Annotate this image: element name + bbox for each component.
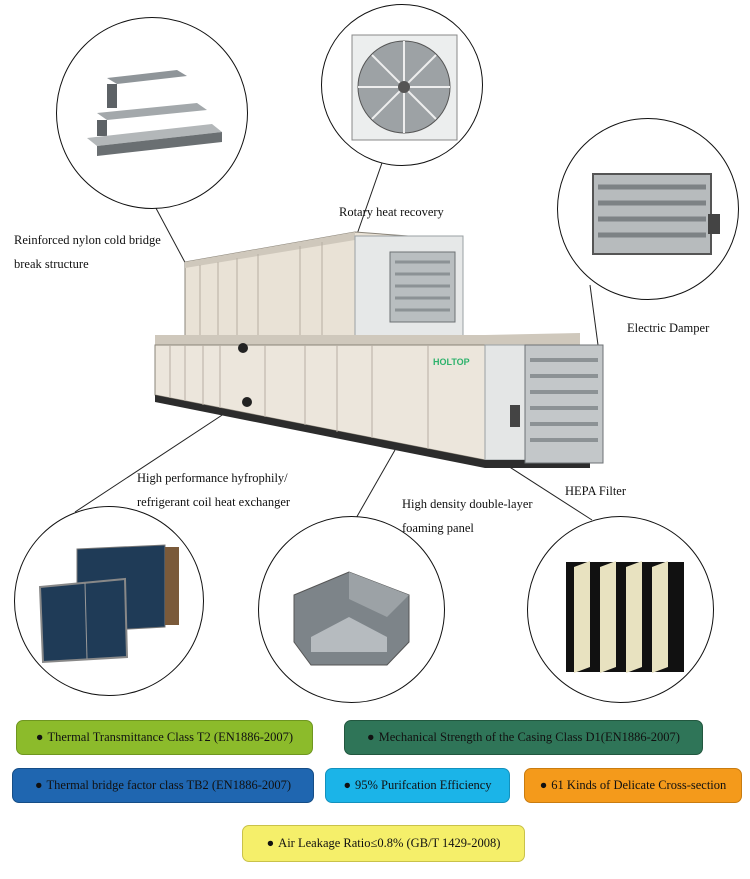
circle-hepa-filter bbox=[527, 516, 714, 703]
lower-damper bbox=[510, 344, 604, 464]
badge-thermal-transmittance: ●Thermal Transmittance Class T2 (EN1886-… bbox=[16, 720, 313, 755]
circle-foaming-panel bbox=[258, 516, 445, 703]
label-coil-exchanger: High performance hyfrophily/ refrigerant… bbox=[137, 471, 291, 509]
label-rotary-heat-recovery: Rotary heat recovery bbox=[339, 205, 444, 219]
panel-corner-icon bbox=[293, 571, 410, 666]
hepa-filter-icon bbox=[566, 561, 684, 673]
label-reinforced-nylon: Reinforced nylon cold bridge break struc… bbox=[14, 233, 161, 271]
coil-exchanger-icon bbox=[38, 544, 179, 664]
circle-nylon-profile bbox=[56, 17, 248, 209]
circle-coil-exchanger bbox=[14, 506, 204, 696]
nylon-profile-icon bbox=[87, 70, 222, 156]
ahu-logo: HOLTOP bbox=[433, 357, 470, 367]
badge-mechanical-strength: ●Mechanical Strength of the Casing Class… bbox=[344, 720, 703, 755]
label-foaming-panel: High density double-layer foaming panel bbox=[402, 497, 533, 535]
badge-thermal-bridge: ●Thermal bridge factor class TB2 (EN1886… bbox=[12, 768, 314, 803]
ahu-diagram: HOLTOP bbox=[74, 139, 604, 521]
label-hepa-filter: HEPA Filter bbox=[565, 484, 627, 498]
upper-damper bbox=[389, 251, 456, 323]
badge-cross-section: ●61 Kinds of Delicate Cross-section bbox=[524, 768, 742, 803]
label-electric-damper: Electric Damper bbox=[627, 321, 710, 335]
ahu-lower-module: HOLTOP bbox=[154, 333, 604, 468]
rotary-wheel-icon bbox=[351, 34, 458, 141]
badge-air-leakage: ●Air Leakage Ratio≤0.8% (GB/T 1429-2008) bbox=[242, 825, 525, 862]
ahu-upper-module bbox=[184, 231, 464, 339]
circle-rotary-wheel bbox=[321, 4, 483, 166]
circle-electric-damper bbox=[557, 118, 739, 300]
damper-icon bbox=[592, 173, 720, 255]
badge-purification-efficiency: ●95% Purifcation Efficiency bbox=[325, 768, 510, 803]
